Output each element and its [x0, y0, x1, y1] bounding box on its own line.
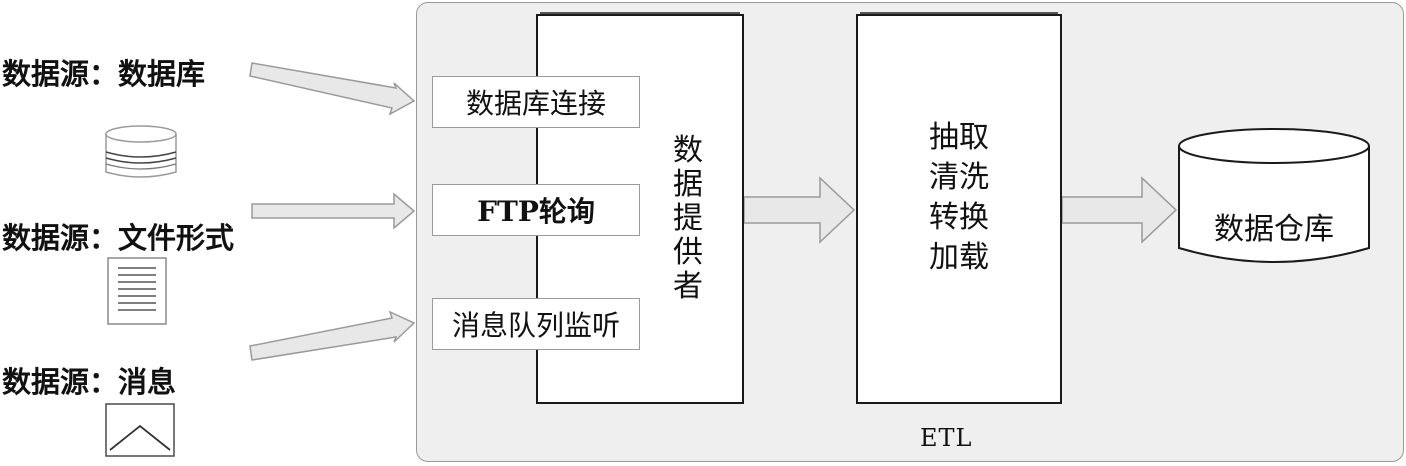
- source-label-message: 数据源：消息: [2, 365, 177, 399]
- arrow-etl-to-warehouse: [1061, 176, 1178, 244]
- data-warehouse-icon: [1178, 128, 1370, 263]
- etl-step-transform: 转换: [929, 200, 989, 235]
- data-warehouse-label: 数据仓库: [1214, 212, 1334, 247]
- etl-caption: ETL: [920, 424, 973, 452]
- connector-database: 数据库连接: [432, 76, 640, 128]
- arrow-file-to-connector: [251, 192, 416, 230]
- connector-ftp: FTP轮询: [432, 184, 640, 236]
- arrow-message-to-connector: [249, 310, 416, 361]
- etl-steps-box: 抽取 清洗 转换 加载: [856, 12, 1062, 404]
- data-provider-label: 数 据 提 供 者: [673, 133, 703, 304]
- etl-steps-list: 抽取 清洗 转换 加载: [858, 118, 1060, 278]
- database-icon: [105, 125, 177, 178]
- connector-message-queue: 消息队列监听: [432, 298, 640, 350]
- envelope-icon: [105, 403, 175, 457]
- etl-step-extract: 抽取: [929, 120, 989, 155]
- arrow-database-to-connector: [249, 62, 416, 116]
- document-icon: [107, 257, 167, 325]
- etl-step-clean: 清洗: [929, 160, 989, 195]
- arrow-provider-to-etl: [743, 176, 856, 244]
- etl-step-load: 加载: [929, 240, 989, 275]
- source-label-database: 数据源：数据库: [2, 57, 206, 91]
- source-label-file: 数据源：文件形式: [2, 221, 235, 255]
